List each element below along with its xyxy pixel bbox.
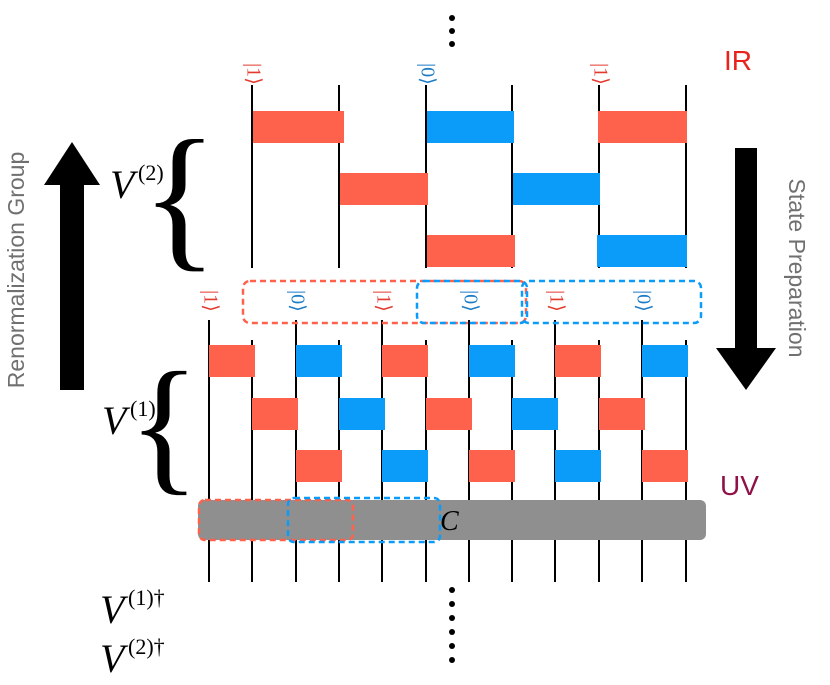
gate — [642, 345, 688, 377]
gate — [382, 450, 428, 482]
gate — [599, 398, 645, 430]
gate — [598, 111, 687, 143]
dashed-box-blue-bottom — [286, 496, 442, 544]
gate — [426, 398, 472, 430]
svg-text:(1)†: (1)† — [128, 585, 165, 610]
ket-top-1: |1⟩ — [242, 63, 264, 85]
svg-text:(1): (1) — [130, 396, 156, 421]
v1dag-label: V (1)† — [100, 585, 165, 632]
gate — [555, 345, 601, 377]
ket-mid-2: |0⟩ — [286, 290, 308, 312]
v2dag-label: V (2)† — [100, 634, 165, 681]
state-prep-arrow-down-icon — [716, 148, 776, 390]
gates-level-1 — [209, 345, 688, 482]
dashed-box-red-bottom — [197, 498, 355, 542]
gate — [469, 450, 515, 482]
svg-text:V: V — [110, 162, 139, 207]
ir-label: IR — [724, 45, 752, 76]
gate — [513, 173, 600, 205]
gate — [512, 398, 558, 430]
svg-text:(2)†: (2)† — [128, 634, 165, 659]
gate — [339, 398, 385, 430]
gate — [253, 111, 344, 143]
ket-mid-4: |0⟩ — [459, 290, 481, 312]
brace-v2: { — [141, 107, 218, 285]
wires-level-1 — [208, 320, 687, 582]
gate — [340, 173, 428, 205]
state-prep-label: State Preparation — [784, 178, 810, 357]
ellipsis-top — [449, 15, 455, 47]
svg-text:V: V — [100, 587, 129, 632]
gates-level-2 — [253, 111, 687, 267]
ket-mid-5: |1⟩ — [545, 290, 567, 312]
gate — [296, 345, 342, 377]
dashed-box-blue-mid-1 — [415, 279, 529, 325]
gate — [642, 450, 688, 482]
svg-text:V: V — [100, 636, 129, 681]
uv-label: UV — [720, 470, 759, 501]
c-label: C — [440, 506, 459, 537]
gate — [555, 450, 601, 482]
gate — [382, 345, 428, 377]
ket-top-3: |1⟩ — [589, 63, 611, 85]
ket-mid-3: |1⟩ — [372, 290, 394, 312]
dashed-box-blue-mid-2 — [520, 279, 703, 325]
gate — [427, 111, 514, 143]
gate — [427, 235, 515, 267]
c-bar — [198, 500, 706, 540]
svg-text:(2): (2) — [138, 160, 164, 185]
ellipsis-bottom — [449, 587, 455, 663]
gate — [252, 398, 298, 430]
svg-text:V: V — [102, 398, 131, 443]
v1-label: V (1) — [102, 396, 156, 443]
rg-label: Renormalization Group — [3, 152, 29, 389]
ket-mid-1: |1⟩ — [199, 290, 221, 312]
rg-arrow-up-icon — [44, 142, 100, 390]
gate — [209, 345, 255, 377]
ket-mid-6: |0⟩ — [632, 290, 654, 312]
ket-top-2: |0⟩ — [416, 63, 438, 85]
gate — [296, 450, 342, 482]
v2-label: V (2) — [110, 160, 164, 207]
brace-v1: { — [128, 342, 200, 508]
gate — [469, 345, 515, 377]
gate — [597, 235, 687, 267]
